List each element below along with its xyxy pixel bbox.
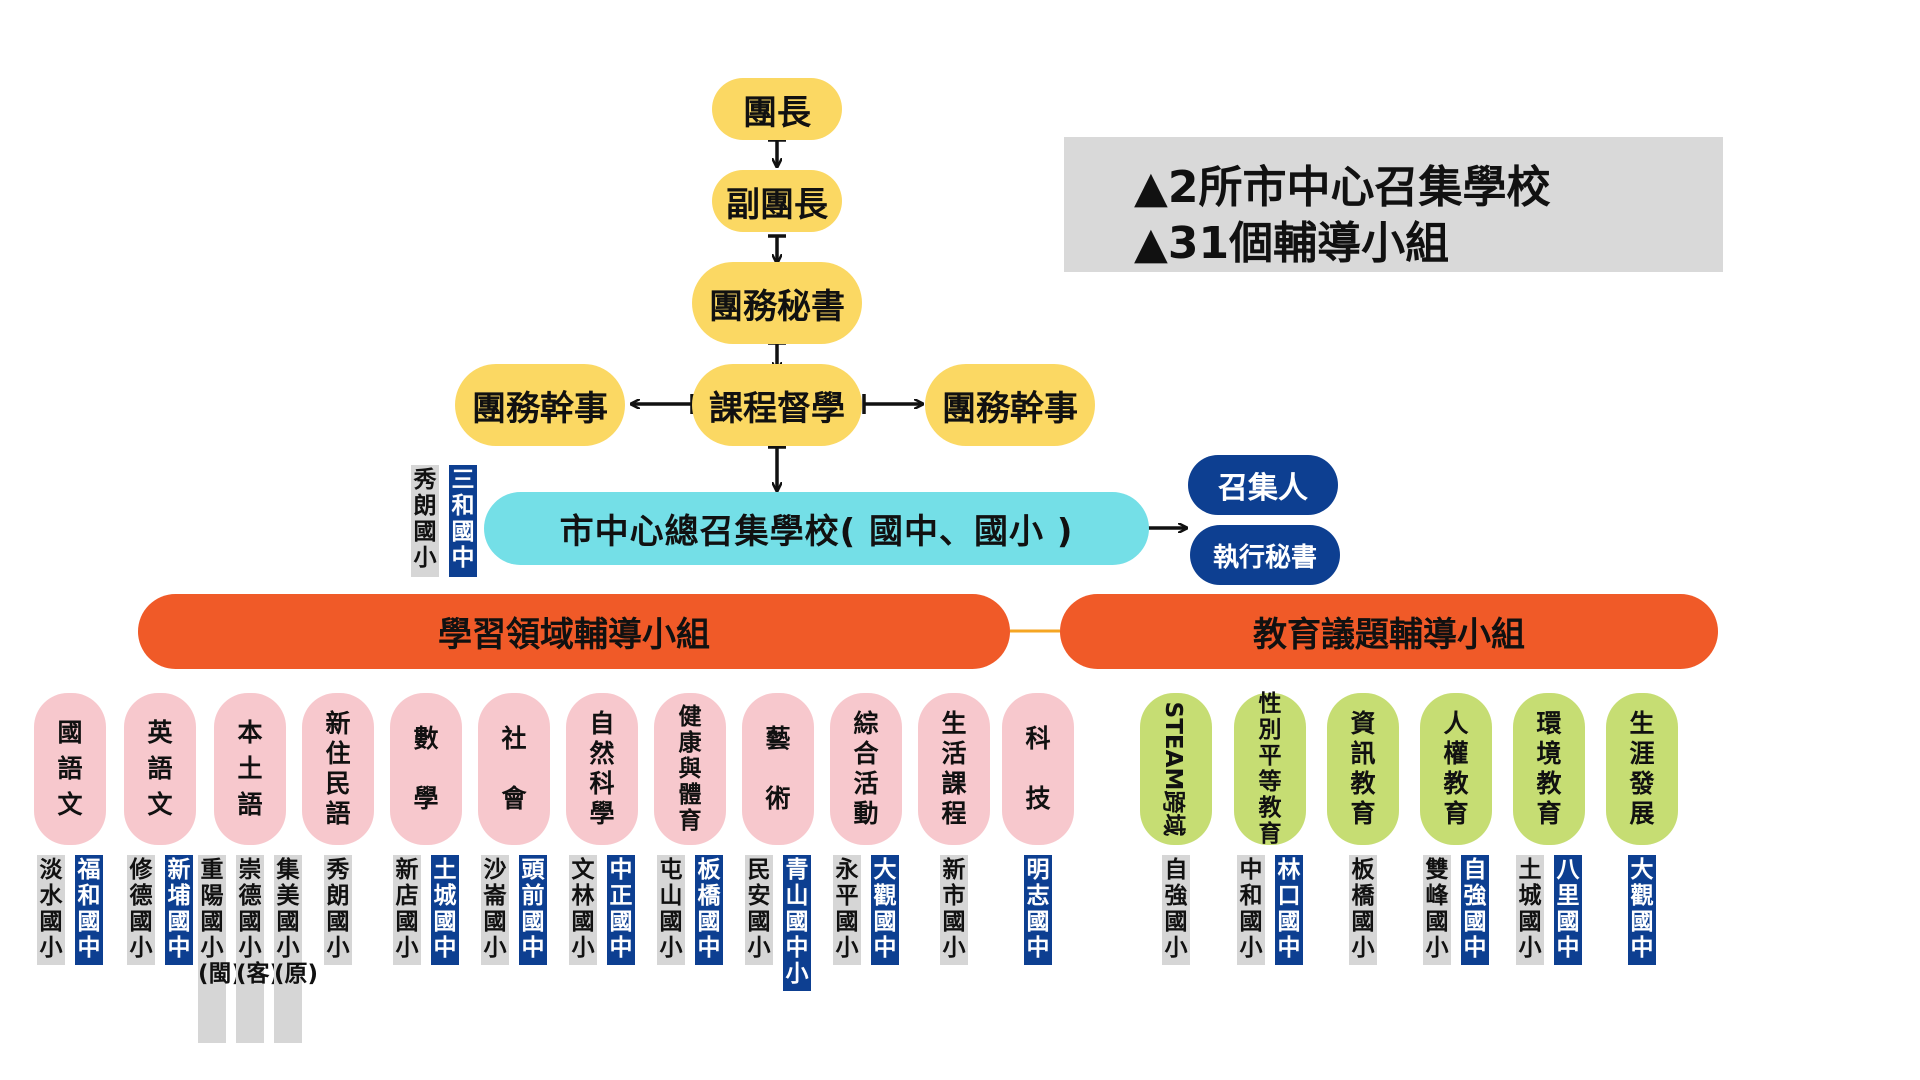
area-learning_areas-10-label: 生活課程 <box>941 709 967 828</box>
area-learning_areas-8-school-1: 青山國中小 <box>783 855 811 991</box>
area-learning_areas-11: 科技 <box>1002 693 1074 845</box>
area-issue_areas-3: 人權教育 <box>1420 693 1492 845</box>
area-learning_areas-1-school-0: 修德國小 <box>127 855 155 965</box>
summary-line-schools: ▲2所市中心召集學校 <box>1134 162 1551 213</box>
area-learning_areas-2-school-2: 集美國小(原) <box>274 855 318 1043</box>
area-issue_areas-0-label: STEAM跨域 <box>1160 701 1186 837</box>
area-learning_areas-8-label: 藝術 <box>765 724 791 813</box>
secretary-node: 團務秘書 <box>692 262 862 344</box>
area-learning_areas-1-label: 英語文 <box>147 718 173 819</box>
vice-leader-node: 副團長 <box>712 170 842 232</box>
area-issue_areas-4-label: 環境教育 <box>1536 709 1562 828</box>
center-school-primary: 秀朗國小 <box>411 465 439 577</box>
area-learning_areas-6-label: 自然科學 <box>589 709 615 828</box>
area-learning_areas-6-school-0: 文林國小 <box>569 855 597 965</box>
area-issue_areas-3-school-1: 自強國中 <box>1461 855 1489 965</box>
area-learning_areas-4-school-1: 土城國中 <box>431 855 459 965</box>
supervisor-node: 課程督學 <box>692 364 862 446</box>
area-learning_areas-3-label: 新住民語 <box>325 709 351 828</box>
area-learning_areas-2-school-0: 重陽國小(閩) <box>198 855 242 1043</box>
area-learning_areas-7-school-1: 板橋國中 <box>695 855 723 965</box>
area-issue_areas-0: STEAM跨域 <box>1140 693 1212 845</box>
area-learning_areas-1: 英語文 <box>124 693 196 845</box>
area-issue_areas-5: 生涯發展 <box>1606 693 1678 845</box>
convener-node: 召集人 <box>1188 455 1338 515</box>
area-learning_areas-4-school-0: 新店國小 <box>393 855 421 965</box>
area-issue_areas-4-school-1: 八里國中 <box>1554 855 1582 965</box>
center-school-junior: 三和國中 <box>449 465 477 577</box>
area-issue_areas-5-label: 生涯發展 <box>1629 709 1655 828</box>
area-learning_areas-0-label: 國語文 <box>57 718 83 819</box>
summary-line-groups: ▲31個輔導小組 <box>1134 218 1450 269</box>
area-learning_areas-7: 健康與體育 <box>654 693 726 845</box>
area-learning_areas-11-school-0: 明志國中 <box>1024 855 1052 965</box>
area-learning_areas-0: 國語文 <box>34 693 106 845</box>
area-learning_areas-2: 本土語 <box>214 693 286 845</box>
area-issue_areas-0-school-0: 自強國小 <box>1162 855 1190 965</box>
area-issue_areas-1-label: 性別平等教育 <box>1258 691 1282 847</box>
area-learning_areas-11-label: 科技 <box>1025 724 1051 813</box>
area-issue_areas-5-school-0: 大觀國中 <box>1628 855 1656 965</box>
area-issue_areas-2: 資訊教育 <box>1327 693 1399 845</box>
area-learning_areas-10: 生活課程 <box>918 693 990 845</box>
area-issue_areas-4: 環境教育 <box>1513 693 1585 845</box>
area-learning_areas-8: 藝術 <box>742 693 814 845</box>
area-issue_areas-3-school-0: 雙峰國小 <box>1423 855 1451 965</box>
area-issue_areas-2-school-0: 板橋國小 <box>1349 855 1377 965</box>
area-learning_areas-0-school-0: 淡水國小 <box>37 855 65 965</box>
exec-secretary-node: 執行秘書 <box>1190 525 1340 585</box>
area-issue_areas-2-label: 資訊教育 <box>1350 709 1376 828</box>
area-learning_areas-10-school-0: 新市國小 <box>940 855 968 965</box>
area-learning_areas-1-school-1: 新埔國中 <box>165 855 193 965</box>
area-learning_areas-0-school-1: 福和國中 <box>75 855 103 965</box>
area-issue_areas-1-school-1: 林口國中 <box>1275 855 1303 965</box>
leader-node: 團長 <box>712 78 842 140</box>
issues-group-bar: 教育議題輔導小組 <box>1060 594 1718 669</box>
area-learning_areas-8-school-0: 民安國小 <box>745 855 773 965</box>
area-learning_areas-5-school-1: 頭前國中 <box>519 855 547 965</box>
area-issue_areas-1-school-0: 中和國小 <box>1237 855 1265 965</box>
area-learning_areas-6: 自然科學 <box>566 693 638 845</box>
area-learning_areas-3-school-0: 秀朗國小 <box>324 855 352 965</box>
area-learning_areas-3: 新住民語 <box>302 693 374 845</box>
area-learning_areas-9-label: 綜合活動 <box>853 709 879 828</box>
area-learning_areas-2-school-1: 崇德國小(客) <box>236 855 280 1043</box>
area-learning_areas-4: 數學 <box>390 693 462 845</box>
area-issue_areas-4-school-0: 土城國小 <box>1516 855 1544 965</box>
learning-group-bar: 學習領域輔導小組 <box>138 594 1010 669</box>
area-learning_areas-5-label: 社會 <box>501 724 527 813</box>
area-learning_areas-2-label: 本土語 <box>237 718 263 819</box>
area-learning_areas-4-label: 數學 <box>413 724 439 813</box>
officer-right-node: 團務幹事 <box>925 364 1095 446</box>
area-learning_areas-7-label: 健康與體育 <box>678 704 702 834</box>
area-learning_areas-9-school-0: 永平國小 <box>833 855 861 965</box>
area-learning_areas-5: 社會 <box>478 693 550 845</box>
area-learning_areas-9: 綜合活動 <box>830 693 902 845</box>
center-convener-school: 市中心總召集學校( 國中、國小 ) <box>484 492 1149 565</box>
area-learning_areas-6-school-1: 中正國中 <box>607 855 635 965</box>
area-learning_areas-9-school-1: 大觀國中 <box>871 855 899 965</box>
area-learning_areas-7-school-0: 屯山國小 <box>657 855 685 965</box>
summary-box: ▲2所市中心召集學校 ▲31個輔導小組 <box>1064 137 1723 272</box>
area-issue_areas-3-label: 人權教育 <box>1443 709 1469 828</box>
area-issue_areas-1: 性別平等教育 <box>1234 691 1306 847</box>
officer-left-node: 團務幹事 <box>455 364 625 446</box>
area-learning_areas-5-school-0: 沙崙國小 <box>481 855 509 965</box>
